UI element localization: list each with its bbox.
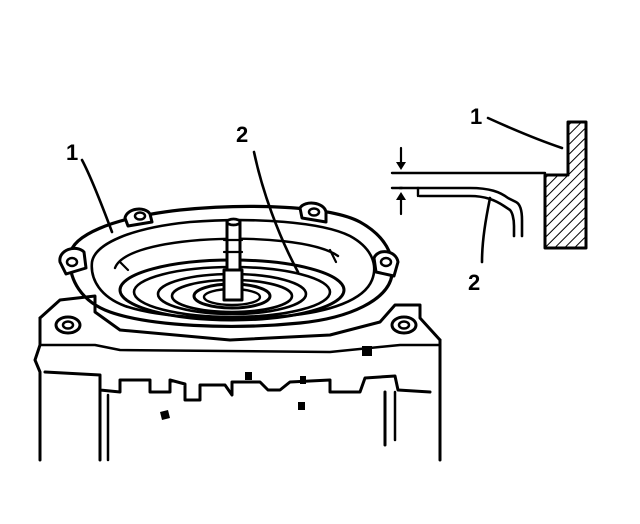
case-lower-body xyxy=(33,294,442,462)
callout-label-left-seal: 2 xyxy=(236,122,248,147)
leader-line-right-2 xyxy=(480,196,492,264)
housing-cross-section xyxy=(543,120,588,250)
leader-line-left-2 xyxy=(252,150,300,274)
clearance-dimension xyxy=(390,146,547,216)
callout-label-right-housing: 1 xyxy=(470,104,482,129)
callout-label-left-housing: 1 xyxy=(66,140,78,165)
bolt-boss-left-front xyxy=(54,315,82,335)
input-shaft xyxy=(222,217,244,302)
pump-housing xyxy=(58,201,400,328)
leader-line-left-1 xyxy=(80,158,114,234)
leader-line-right-1 xyxy=(486,116,564,150)
seal-cross-section xyxy=(398,186,524,238)
bolt-boss-right-front xyxy=(390,315,418,335)
callout-label-right-seal: 2 xyxy=(468,270,480,295)
